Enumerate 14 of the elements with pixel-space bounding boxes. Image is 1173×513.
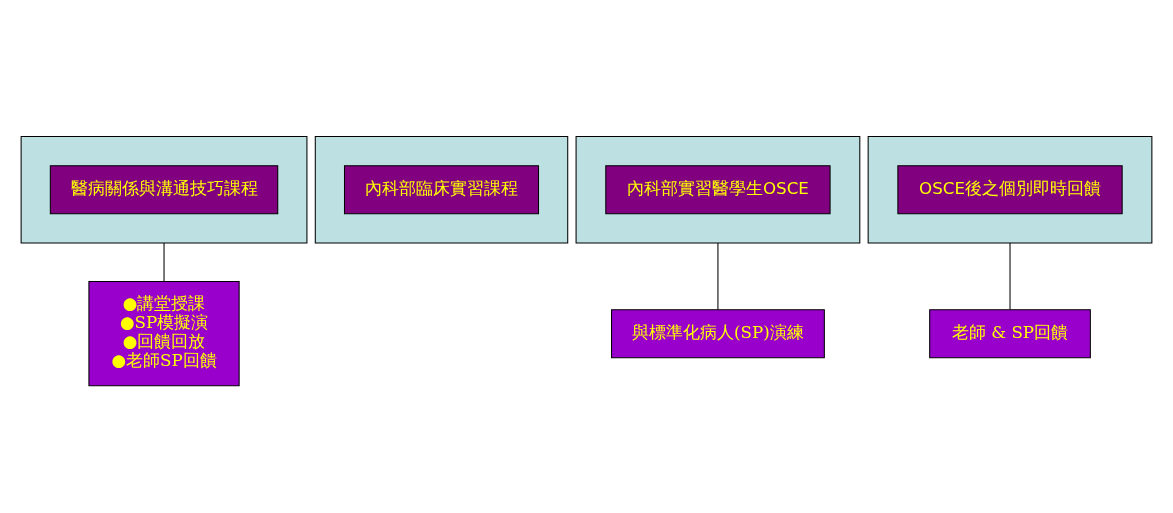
node-box: 與標準化病人(SP)演練 <box>611 308 825 358</box>
cluster <box>575 135 861 243</box>
cluster <box>20 135 308 243</box>
cluster <box>314 135 569 243</box>
cluster <box>867 135 1153 243</box>
node-box: 老師 & SP回饋 <box>929 308 1091 358</box>
connector <box>1009 241 1011 310</box>
connector <box>717 241 719 310</box>
node-box: OSCE後之個別即時回饋 <box>897 164 1123 214</box>
node-box: 內科部臨床實習課程 <box>343 164 540 214</box>
node-box: 內科部實習醫學生OSCE <box>605 164 831 214</box>
connector <box>163 241 165 282</box>
node-box: ●講堂授課 ●SP模擬演 ●回饋回放 ●老師SP回饋 <box>88 280 240 386</box>
node-box: 醫病關係與溝通技巧課程 <box>49 164 279 214</box>
